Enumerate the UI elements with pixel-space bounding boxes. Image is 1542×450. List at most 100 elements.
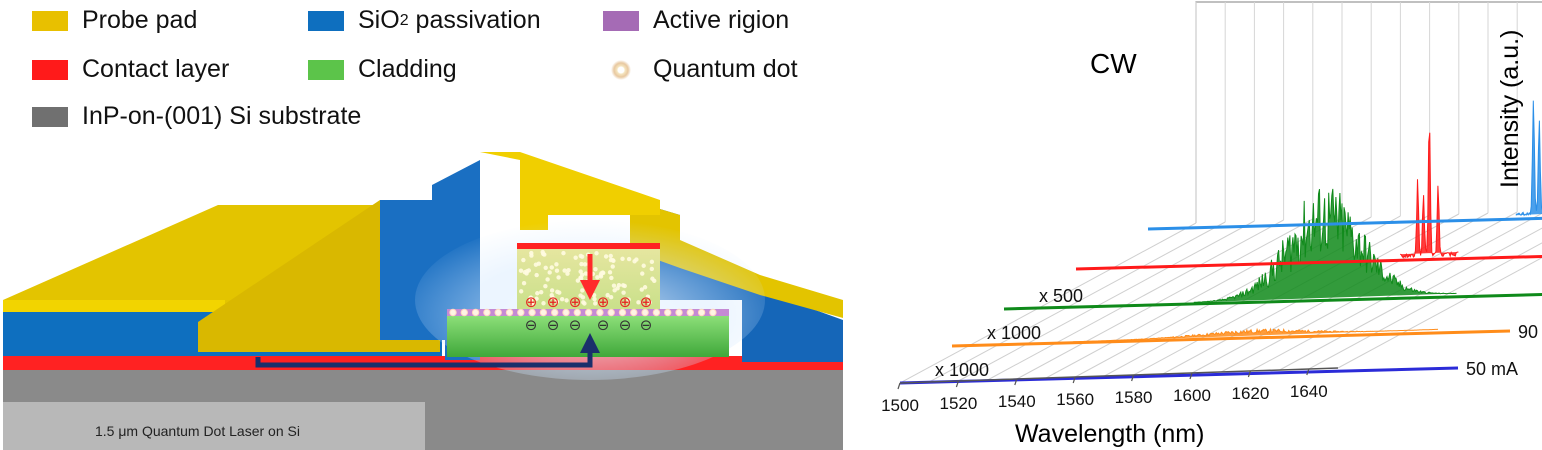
x-axis-line [899, 367, 1339, 384]
back-wall-frame [1195, 1, 1542, 223]
quantum-dot [594, 251, 599, 256]
quantum-dot [534, 296, 539, 301]
quantum-dot-icon [603, 59, 639, 80]
quantum-dot [494, 308, 502, 317]
quantum-dot [566, 268, 571, 273]
quantum-dot [593, 301, 598, 306]
quantum-dot [561, 250, 566, 256]
quantum-dot [605, 292, 610, 298]
x-tick [897, 382, 901, 390]
quantum-dot [505, 308, 514, 317]
legend-label: Contact layer [82, 55, 230, 83]
quantum-dot [522, 270, 528, 275]
x-tick-label: 1640 [1290, 382, 1328, 401]
quantum-dot [541, 301, 546, 306]
legend-item-cladding: Cladding [308, 55, 457, 84]
legend-label-subscript: 2 [399, 11, 409, 29]
quantum-dot [621, 290, 626, 295]
quantum-dot [598, 274, 604, 279]
legend-item-quantum-dot: Quantum dot [603, 55, 798, 84]
quantum-dot [554, 268, 560, 273]
x-tick [1014, 378, 1018, 386]
quantum-dot [565, 271, 570, 276]
quantum-dot [555, 289, 560, 295]
floor-grid-line [1337, 257, 1542, 369]
series-baseline [1003, 293, 1542, 311]
legend-label: Active rigion [653, 6, 790, 34]
quantum-dot [543, 265, 548, 271]
floor-grid-line [928, 221, 1226, 383]
floor-grid-line [1016, 218, 1314, 380]
legend-label: Quantum dot [653, 55, 798, 83]
x-tick [1189, 372, 1193, 380]
x-tick-label: 1520 [939, 394, 977, 413]
quantum-dot [641, 308, 649, 317]
quantum-dot [549, 292, 554, 298]
contact-layer-swatch [32, 59, 68, 80]
quantum-dot [583, 271, 589, 276]
quantum-dot [608, 295, 614, 300]
holes-row: ⊕⊕⊕⊕⊕⊕ [525, 293, 653, 311]
quantum-dot [626, 297, 631, 302]
quantum-dot [652, 308, 661, 317]
electron-symbol: ⊖ [640, 316, 653, 334]
hole-symbol: ⊕ [569, 293, 582, 311]
quantum-dot [518, 268, 524, 273]
electron-symbol: ⊖ [525, 316, 538, 334]
quantum-dot [521, 281, 527, 286]
quantum-dot [697, 308, 706, 317]
quantum-dot [626, 256, 632, 262]
quantum-dot [534, 272, 539, 278]
electron-symbol: ⊖ [597, 316, 610, 334]
quantum-dot [562, 268, 567, 273]
x-tick-label: 1580 [1115, 388, 1153, 407]
x-tick [1247, 370, 1251, 378]
x-tick-label: 1600 [1173, 386, 1211, 405]
quantum-dot [645, 294, 651, 299]
quantum-dot [578, 253, 583, 259]
quantum-dot [554, 299, 560, 304]
legend-label: Cladding [358, 55, 457, 83]
quantum-dot [603, 254, 609, 259]
probe-pad-left [3, 205, 440, 310]
active-region-swatch [603, 10, 639, 31]
quantum-dot [641, 263, 646, 268]
quantum-dot [549, 288, 555, 293]
quantum-dot [530, 301, 535, 306]
chart-title: CW [1090, 48, 1137, 79]
quantum-dot [536, 261, 541, 266]
quantum-dot [471, 308, 480, 317]
series-baseline [1075, 254, 1542, 271]
substrate-swatch [32, 106, 68, 127]
x-tick [1306, 368, 1310, 376]
series-spectrum [1515, 100, 1542, 217]
quantum-dot [580, 288, 585, 293]
quantum-dot [686, 308, 694, 317]
floor-grid-line [1279, 227, 1542, 371]
ridge-contact [517, 243, 660, 249]
quantum-dot [483, 308, 491, 317]
electrons-row: ⊖⊖⊖⊖⊖⊖ [525, 316, 653, 334]
probe-pad-swatch [32, 10, 68, 31]
probe-pad-riser [198, 200, 440, 352]
quantum-dot [529, 253, 534, 258]
quantum-dot [518, 289, 524, 294]
quantum-dot [562, 308, 570, 317]
quantum-dot [540, 249, 545, 255]
x-tick-label: 1500 [881, 396, 919, 415]
hole-symbol: ⊕ [619, 293, 632, 311]
quantum-dot [664, 308, 672, 317]
quantum-dot [449, 308, 457, 317]
legend-item-substrate: InP-on-(001) Si substrate [32, 102, 361, 131]
quantum-dot [580, 295, 586, 300]
device-caption: 1.5 μm Quantum Dot Laser on Si [95, 423, 300, 439]
series-spectrum [1193, 188, 1457, 303]
hole-symbol: ⊕ [547, 293, 560, 311]
quantum-dot [611, 258, 616, 263]
floor-grid-line [958, 220, 1255, 382]
caption-box [3, 402, 425, 450]
electron-symbol: ⊖ [547, 316, 560, 334]
